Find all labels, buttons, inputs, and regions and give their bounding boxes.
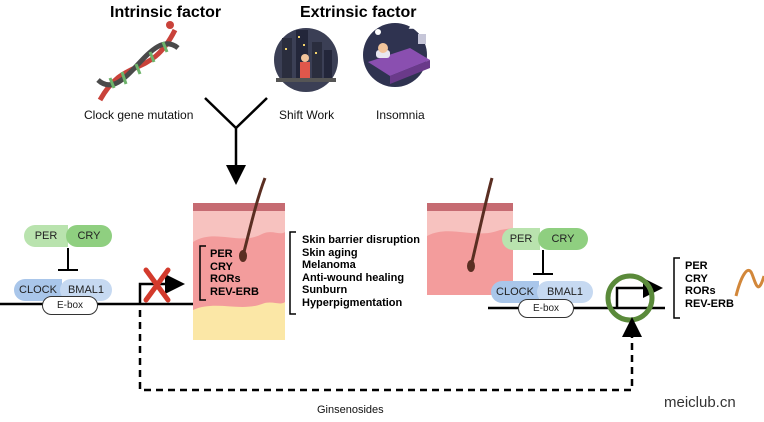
skin-block-right [427, 177, 513, 295]
extrinsic-factor-title: Extrinsic factor [300, 4, 417, 21]
insomnia-icon [363, 21, 430, 87]
merge-arrow [204, 97, 268, 185]
cry-protein-left: CRY [66, 225, 112, 247]
gene-rev-erb: REV-ERB [685, 297, 734, 310]
ebox-right: E-box [518, 299, 574, 318]
effect-item: Melanoma [302, 259, 356, 271]
gene-rors: RORs [210, 273, 241, 285]
gene-rors: RORs [685, 285, 716, 297]
skin-genes-list-left: PER CRY RORs REV-ERB [210, 248, 259, 298]
watermark: meiclub.cn [664, 394, 736, 411]
clock-protein-right: CLOCK [491, 281, 539, 303]
gene-cry: CRY [685, 272, 708, 285]
repression-bar-left [58, 248, 78, 271]
ebox-left: E-box [42, 296, 98, 315]
effect-item: Anti-wound healing [302, 271, 405, 284]
bmal1-protein-right: BMAL1 [537, 281, 593, 303]
gene-per: PER [210, 248, 233, 260]
skin-block-left [193, 177, 285, 340]
brace-effects [289, 231, 296, 315]
genes-list-right: PER CRY RORs REV-ERB [685, 260, 734, 310]
shift-work-icon [274, 28, 338, 92]
gene-cry: CRY [210, 260, 233, 273]
gene-rev-erb: REV-ERB [210, 285, 259, 298]
promoter-arrow-right [615, 278, 663, 308]
clock-protein-left: CLOCK [14, 279, 62, 301]
gene-per: PER [685, 260, 708, 272]
brace-left-genes [199, 245, 206, 301]
promoter-arrow-left [138, 274, 185, 304]
effect-item: Skin aging [302, 246, 358, 259]
cry-protein-right: CRY [538, 228, 588, 250]
per-protein-right: PER [502, 228, 540, 250]
brace-right-genes [673, 257, 680, 319]
dna-icon [96, 21, 180, 102]
ginsenosides-label: Ginsenosides [317, 404, 384, 416]
oscillation-wave-icon [734, 268, 764, 297]
intrinsic-factor-title: Intrinsic factor [110, 4, 222, 21]
bmal1-protein-left: BMAL1 [60, 279, 112, 301]
insomnia-caption: Insomnia [376, 108, 425, 122]
inhibition-x-icon [143, 267, 171, 303]
repression-bar-right [533, 250, 553, 275]
skin-effects-list: Skin barrier disruption Skin aging Melan… [302, 234, 420, 309]
effect-item: Sunburn [302, 284, 348, 296]
ginsenoside-feedback-path [138, 310, 642, 392]
clock-gene-mutation-caption: Clock gene mutation [84, 108, 194, 122]
effect-item: Skin barrier disruption [302, 234, 420, 246]
effect-item: Hyperpigmentation [302, 296, 403, 309]
activation-ring-icon [605, 273, 655, 323]
per-protein-left: PER [24, 225, 68, 247]
shift-work-caption: Shift Work [279, 108, 335, 122]
